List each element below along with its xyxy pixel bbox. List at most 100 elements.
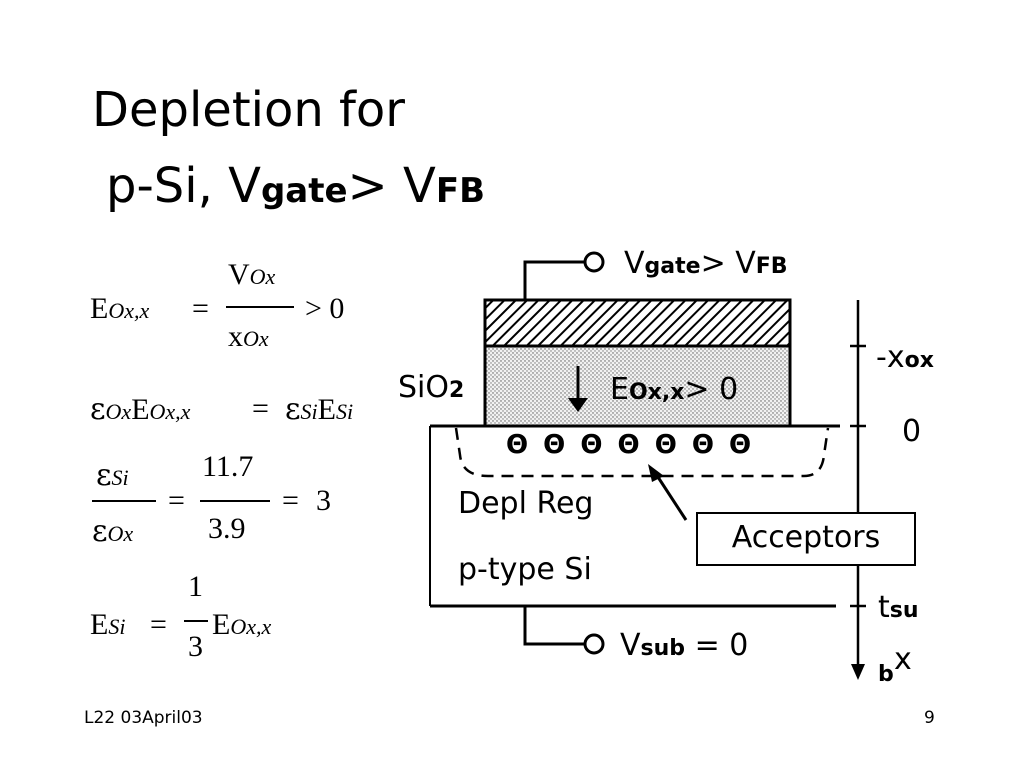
vgate-mid: > V bbox=[700, 246, 756, 281]
eq1-denominator: xOx bbox=[228, 320, 269, 354]
axis-tsub-label: tsu bbox=[878, 590, 919, 625]
axis-b-label: b bbox=[878, 662, 894, 687]
depletion-region-boundary bbox=[454, 427, 830, 478]
vgate-label: Vgate> VFB bbox=[624, 246, 788, 281]
depletion-region-label: Depl Reg bbox=[458, 486, 594, 521]
footer-left: L22 03April03 bbox=[84, 708, 203, 728]
eq1-lhs-symbol: E bbox=[90, 292, 109, 325]
axis-t-sub: su bbox=[889, 598, 919, 623]
eq4-e: E bbox=[212, 608, 231, 641]
sio2-text: SiO bbox=[398, 370, 449, 405]
title-line-1: Depletion for bbox=[92, 82, 406, 138]
field-label: EOx,x> 0 bbox=[610, 372, 738, 407]
eq1-num-sub: Ox bbox=[249, 264, 276, 289]
acceptors-pointer-head bbox=[648, 464, 664, 482]
title-mid: > V bbox=[347, 158, 436, 214]
eq2-e-2-sub: Si bbox=[336, 399, 354, 424]
acceptors-box: Acceptors bbox=[696, 512, 916, 566]
title-line-2: p-Si, Vgate> VFB bbox=[106, 162, 485, 210]
vgate-prefix: V bbox=[624, 246, 645, 281]
eq2-equals: = bbox=[252, 392, 269, 425]
axis-zero-label: 0 bbox=[902, 414, 922, 449]
title-sub-gate: gate bbox=[260, 171, 348, 211]
p-type-si-label: p-type Si bbox=[458, 552, 592, 587]
eq3-rhs: 3 bbox=[316, 484, 331, 517]
field-suffix: > 0 bbox=[684, 372, 739, 407]
eq3-den-epsilon: ε bbox=[92, 514, 108, 549]
axis-neg-x: -x bbox=[876, 340, 905, 375]
gate-wire bbox=[523, 260, 584, 300]
axis-t: t bbox=[878, 590, 890, 625]
acceptors-pointer-shaft bbox=[654, 473, 688, 521]
gate-terminal[interactable] bbox=[583, 251, 605, 273]
eq4-rhs: EOx,x bbox=[212, 608, 271, 642]
page-number: 9 bbox=[924, 708, 935, 728]
acceptor-charge: Θ bbox=[654, 430, 680, 460]
axis-neg-xox-label: -xox bbox=[876, 340, 934, 375]
eq1-numerator: VOx bbox=[228, 258, 275, 292]
eq3-num-sub: Si bbox=[111, 465, 129, 490]
title-sub-fb: FB bbox=[435, 171, 485, 211]
eq3-denominator: εOx bbox=[92, 514, 133, 549]
eq4-den: 3 bbox=[188, 630, 203, 663]
eq2-rhs: εSiESi bbox=[285, 392, 353, 427]
substrate-wire bbox=[523, 606, 584, 646]
vgate-sub: gate bbox=[644, 254, 701, 279]
vgate-sub-fb: FB bbox=[755, 254, 788, 279]
vsub-sub: sub bbox=[640, 636, 686, 661]
eq2-e-sub: Ox,x bbox=[149, 399, 191, 424]
eq2-lhs: εOxEOx,x bbox=[90, 392, 190, 427]
eq2-epsilon-2: ε bbox=[285, 392, 301, 427]
sio2-label: SiO2 bbox=[398, 370, 464, 405]
axis-neg-x-sub: ox bbox=[904, 348, 934, 373]
eq2-e-2: E bbox=[317, 393, 336, 426]
eq3-den-sub: Ox bbox=[107, 521, 134, 546]
eq3-numerator: εSi bbox=[96, 458, 129, 493]
acceptor-charge: Θ bbox=[580, 430, 606, 460]
eq1-lhs: EOx,x bbox=[90, 292, 149, 326]
axis-x-label: x bbox=[894, 642, 912, 677]
eq4-lhs: ESi bbox=[90, 608, 125, 642]
acceptor-charge: Θ bbox=[506, 430, 532, 460]
eq3-den2: 3.9 bbox=[208, 512, 246, 545]
eq2-epsilon-sub: Ox bbox=[105, 399, 132, 424]
field-sub: Ox,x bbox=[628, 380, 685, 405]
eq2-epsilon-2-sub: Si bbox=[300, 399, 318, 424]
acceptor-charge: Θ bbox=[729, 430, 755, 460]
eq3-equals-2: = bbox=[282, 484, 299, 517]
eq1-equals: = bbox=[192, 292, 209, 325]
eq1-rhs: > 0 bbox=[305, 292, 345, 325]
eq2-epsilon: ε bbox=[90, 392, 106, 427]
acceptor-charge: Θ bbox=[543, 430, 569, 460]
eq4-e-sub: Ox,x bbox=[230, 614, 272, 639]
sio2-sub: 2 bbox=[449, 378, 465, 403]
vsub-suffix: = 0 bbox=[685, 628, 749, 663]
gate-metal bbox=[483, 298, 792, 348]
field-arrow-head bbox=[568, 398, 588, 412]
acceptor-charge: Θ bbox=[617, 430, 643, 460]
eq3-equals-1: = bbox=[168, 484, 185, 517]
acceptor-charges: Θ Θ Θ Θ Θ Θ Θ bbox=[506, 430, 754, 460]
eq3-num2: 11.7 bbox=[202, 450, 254, 483]
vsub-label: Vsub = 0 bbox=[620, 628, 748, 663]
acceptor-charge: Θ bbox=[691, 430, 717, 460]
eq4-lhs-sub: Si bbox=[108, 614, 126, 639]
vsub-prefix: V bbox=[620, 628, 641, 663]
eq4-equals: = bbox=[150, 608, 167, 641]
substrate-terminal[interactable] bbox=[583, 633, 605, 655]
eq2-e: E bbox=[131, 393, 150, 426]
eq4-lhs-symbol: E bbox=[90, 608, 109, 641]
eq3-fraction-line-1 bbox=[92, 500, 156, 502]
eq3-fraction-line-2 bbox=[200, 500, 270, 502]
eq1-fraction-line bbox=[226, 306, 294, 308]
eq3-num-epsilon: ε bbox=[96, 458, 112, 493]
acceptors-label: Acceptors bbox=[731, 520, 881, 555]
eq1-lhs-sub: Ox,x bbox=[108, 298, 150, 323]
field-prefix: E bbox=[610, 372, 629, 407]
eq1-num-symbol: V bbox=[228, 258, 250, 291]
x-axis-arrowhead bbox=[851, 664, 865, 680]
eq1-den-symbol: x bbox=[228, 320, 243, 353]
eq4-fraction-line bbox=[184, 620, 208, 622]
title-prefix: p-Si, V bbox=[106, 158, 261, 214]
